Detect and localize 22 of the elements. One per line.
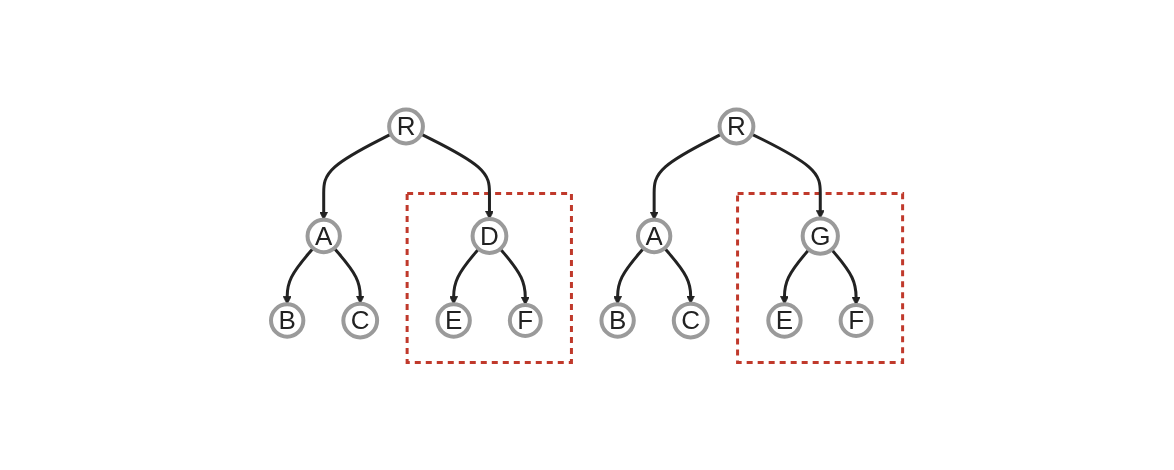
node-circle: E (766, 302, 803, 339)
node-circle: G (800, 216, 841, 256)
node-circle: C (671, 301, 710, 340)
node-circle: B (269, 302, 306, 339)
node-circle: A (636, 218, 673, 255)
node-circle: R (717, 107, 756, 146)
node-circle: R (387, 107, 426, 146)
node-circle: F (838, 303, 874, 339)
node-circle: E (435, 302, 472, 339)
arrow (333, 247, 365, 305)
node-circle: B (599, 302, 636, 339)
cluster (736, 192, 905, 365)
node-circle: F (508, 303, 543, 339)
node-circle: C (341, 301, 380, 340)
cluster (405, 192, 574, 365)
node-circle: D (470, 217, 509, 256)
arrow (319, 133, 392, 221)
node-circle: A (305, 218, 343, 255)
arrow (420, 133, 495, 220)
arrow (663, 247, 696, 305)
arrow (499, 248, 530, 306)
arrow (830, 248, 861, 306)
